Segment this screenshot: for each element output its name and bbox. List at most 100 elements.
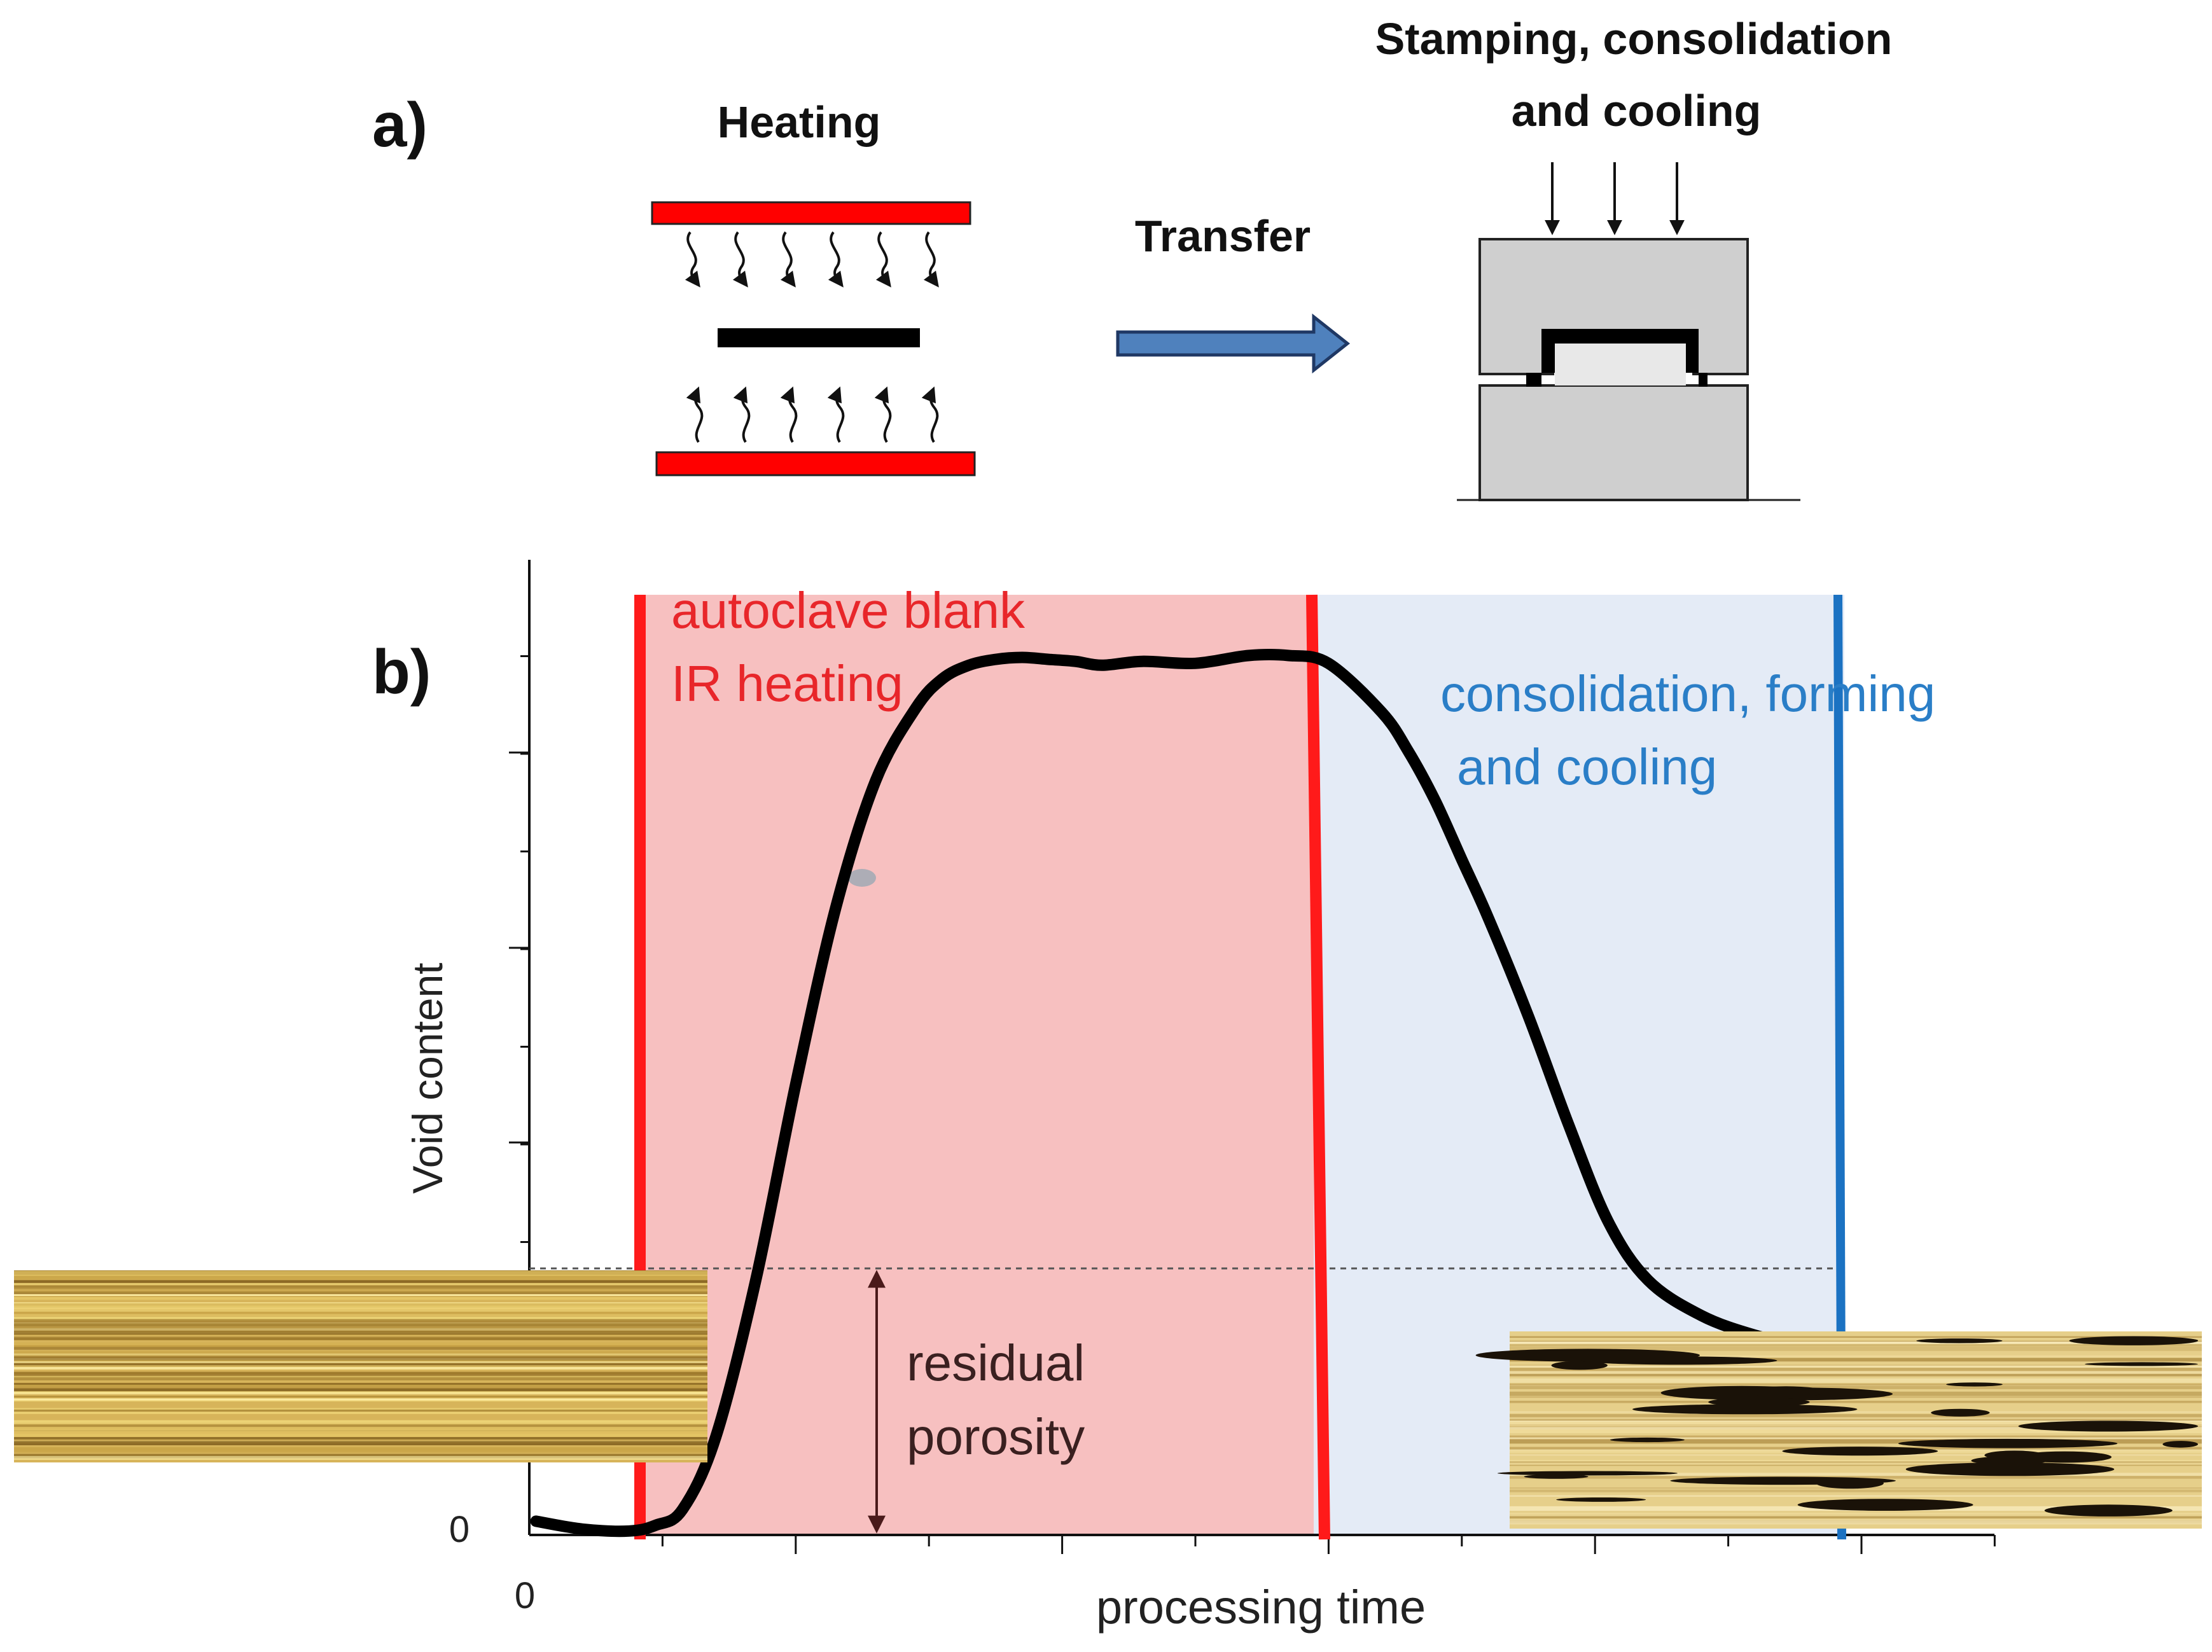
fiber-layer — [14, 1323, 707, 1327]
fiber-layer — [14, 1312, 707, 1314]
panel-a: a) Heating Transfer Stamping, consolidat… — [372, 14, 1893, 501]
fiber-layer — [14, 1271, 707, 1276]
fiber-layer — [14, 1314, 707, 1317]
smudge-spot — [848, 869, 876, 887]
heating-title: Heating — [718, 97, 881, 147]
void-mark — [2069, 1336, 2198, 1345]
fiber-layer — [14, 1326, 707, 1332]
upward-heat-waves — [686, 386, 939, 443]
fiber-layer — [14, 1363, 707, 1366]
formed-part — [1526, 329, 1708, 387]
fiber-layer — [14, 1308, 707, 1312]
fiber-layer — [1510, 1418, 2202, 1420]
fiber-layer — [1510, 1435, 2202, 1438]
fiber-layer — [14, 1383, 707, 1387]
void-mark — [1797, 1499, 1973, 1511]
void-mark — [1898, 1438, 2118, 1448]
micrograph-low-porosity-layers — [14, 1270, 707, 1460]
fiber-layer — [14, 1366, 707, 1370]
fiber-layer — [14, 1409, 707, 1412]
bottom-heater-plate — [655, 451, 976, 476]
fiber-layer — [14, 1371, 707, 1377]
top-heater-plate — [651, 201, 971, 225]
fiber-layer — [1510, 1346, 2202, 1351]
heating-end-line — [1306, 594, 1330, 1540]
fiber-layer — [1510, 1437, 2202, 1440]
void-mark — [2044, 1504, 2173, 1517]
fiber-layer — [1510, 1473, 2202, 1476]
fiber-layer — [14, 1377, 707, 1380]
fiber-layer — [1510, 1421, 2202, 1425]
fiber-layer — [1510, 1343, 2202, 1347]
void-mark — [1816, 1478, 1884, 1489]
fiber-layer — [1510, 1357, 2202, 1362]
fiber-layer — [14, 1392, 707, 1395]
downward-heat-waves — [685, 231, 939, 288]
fiber-layer — [1510, 1364, 2202, 1370]
fiber-layer — [14, 1296, 707, 1297]
fiber-layer — [14, 1355, 707, 1359]
fiber-layer — [14, 1359, 707, 1362]
fiber-layer — [1510, 1462, 2202, 1465]
fiber-layer — [14, 1347, 707, 1349]
heating-phase-label-line1: autoclave blank — [671, 582, 1026, 639]
fiber-layer — [14, 1420, 707, 1424]
void-mark — [1782, 1447, 1938, 1456]
fiber-layer — [14, 1427, 707, 1431]
fiber-layer — [14, 1286, 707, 1288]
fiber-layer — [1510, 1414, 2202, 1417]
fiber-layer — [14, 1424, 707, 1427]
void-mark — [2162, 1441, 2198, 1448]
fiber-layer — [14, 1384, 707, 1387]
void-mark — [1931, 1408, 1990, 1417]
fiber-layer — [14, 1316, 707, 1321]
fiber-layer — [1510, 1378, 2202, 1383]
fiber-layer — [14, 1343, 707, 1348]
curve-series-line — [530, 648, 1867, 1537]
fiber-layer — [1510, 1430, 2202, 1433]
stamping-press — [1457, 238, 1800, 501]
fiber-layer — [14, 1296, 707, 1300]
fiber-layer — [1510, 1429, 2202, 1430]
fiber-layer — [14, 1411, 707, 1414]
micrograph-high-porosity-layers — [1510, 1336, 2202, 1525]
fiber-layer — [1510, 1368, 2202, 1371]
fiber-layer — [14, 1336, 707, 1340]
transfer-title: Transfer — [1135, 211, 1311, 261]
fiber-layer — [14, 1343, 707, 1345]
micrograph-low-porosity — [14, 1270, 707, 1462]
fiber-layer — [14, 1448, 707, 1453]
blank-plate — [718, 328, 920, 347]
fiber-layer — [14, 1397, 707, 1401]
stamping-title-line2: and cooling — [1512, 86, 1762, 135]
void-mark — [2018, 1420, 2198, 1432]
press-force-arrows — [1545, 162, 1685, 235]
void-mark — [1905, 1462, 2115, 1476]
void-mark — [1632, 1404, 1858, 1415]
fiber-layer — [14, 1330, 707, 1335]
fiber-layer — [1510, 1461, 2202, 1463]
fiber-layer — [14, 1386, 707, 1389]
panel-b: b) 0 0 processing time Void content auto… — [14, 560, 2202, 1634]
void-mark — [1916, 1338, 2003, 1343]
fiber-layer — [14, 1455, 707, 1460]
fiber-layer — [14, 1365, 707, 1366]
fiber-layer — [14, 1447, 707, 1451]
fiber-layer — [14, 1352, 707, 1357]
fiber-layer — [14, 1437, 707, 1440]
void-mark — [1551, 1361, 1608, 1370]
fiber-layer — [14, 1305, 707, 1309]
fiber-layer — [14, 1282, 707, 1285]
panel-a-label: a) — [372, 90, 428, 160]
fiber-layer — [14, 1356, 707, 1361]
fiber-layer — [14, 1275, 707, 1279]
fiber-layer — [14, 1441, 707, 1445]
fiber-layer — [14, 1350, 707, 1354]
fiber-layer — [1510, 1411, 2202, 1413]
transfer-arrow — [1116, 313, 1351, 374]
fiber-layer — [1510, 1513, 2202, 1517]
stamping-title-line1: Stamping, consolidation — [1375, 14, 1893, 64]
fiber-layer — [14, 1290, 707, 1293]
fiber-layer — [14, 1319, 707, 1322]
void-mark — [1556, 1497, 1646, 1502]
